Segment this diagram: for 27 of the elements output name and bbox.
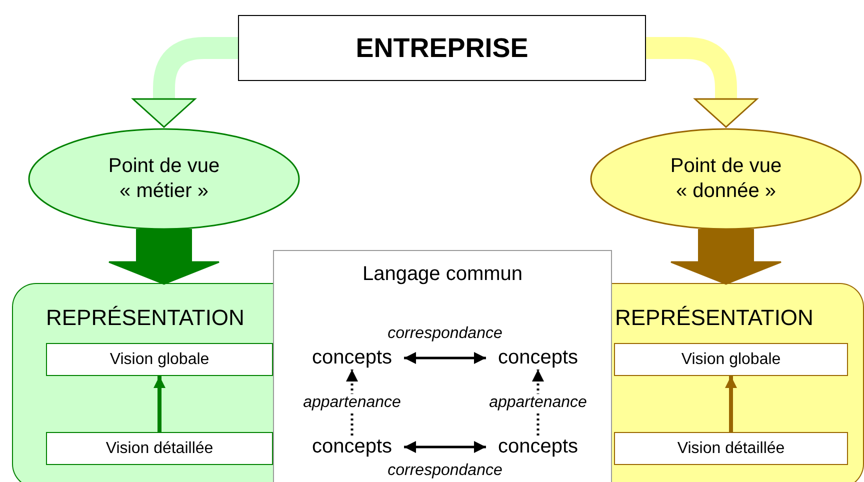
arrow [154, 376, 166, 432]
process-box: Vision détaillée [614, 432, 848, 465]
concept-label: concepts [486, 436, 590, 458]
node-label: Point de vue « donnée » [669, 154, 783, 204]
edge-label: correspondance [388, 462, 502, 480]
viewpoint-ellipse [28, 128, 300, 230]
panel-heading: Langage commun [362, 263, 523, 286]
concept-label: concepts [300, 436, 404, 458]
edge-label: appartenance [303, 394, 401, 412]
panel-heading: REPRÉSENTATION [46, 305, 244, 331]
concept-label: concepts [300, 346, 404, 370]
process-box: ENTREPRISE [238, 15, 646, 81]
panel-heading: REPRÉSENTATION [615, 305, 814, 331]
process-box: Vision globale [614, 343, 848, 376]
node-label: Point de vue « métier » [107, 154, 221, 204]
double-arrow [404, 352, 486, 364]
double-arrow [404, 441, 486, 453]
viewpoint-ellipse [590, 128, 862, 230]
concept-label: concepts [486, 346, 590, 370]
group-panel [612, 283, 864, 482]
process-box: Vision détaillée [46, 432, 273, 465]
process-box: Vision globale [46, 343, 273, 376]
edge-label: correspondance [388, 325, 502, 343]
arrow [725, 376, 737, 432]
group-panel [12, 283, 273, 482]
edge-label: appartenance [489, 394, 587, 412]
group-panel [273, 250, 612, 482]
